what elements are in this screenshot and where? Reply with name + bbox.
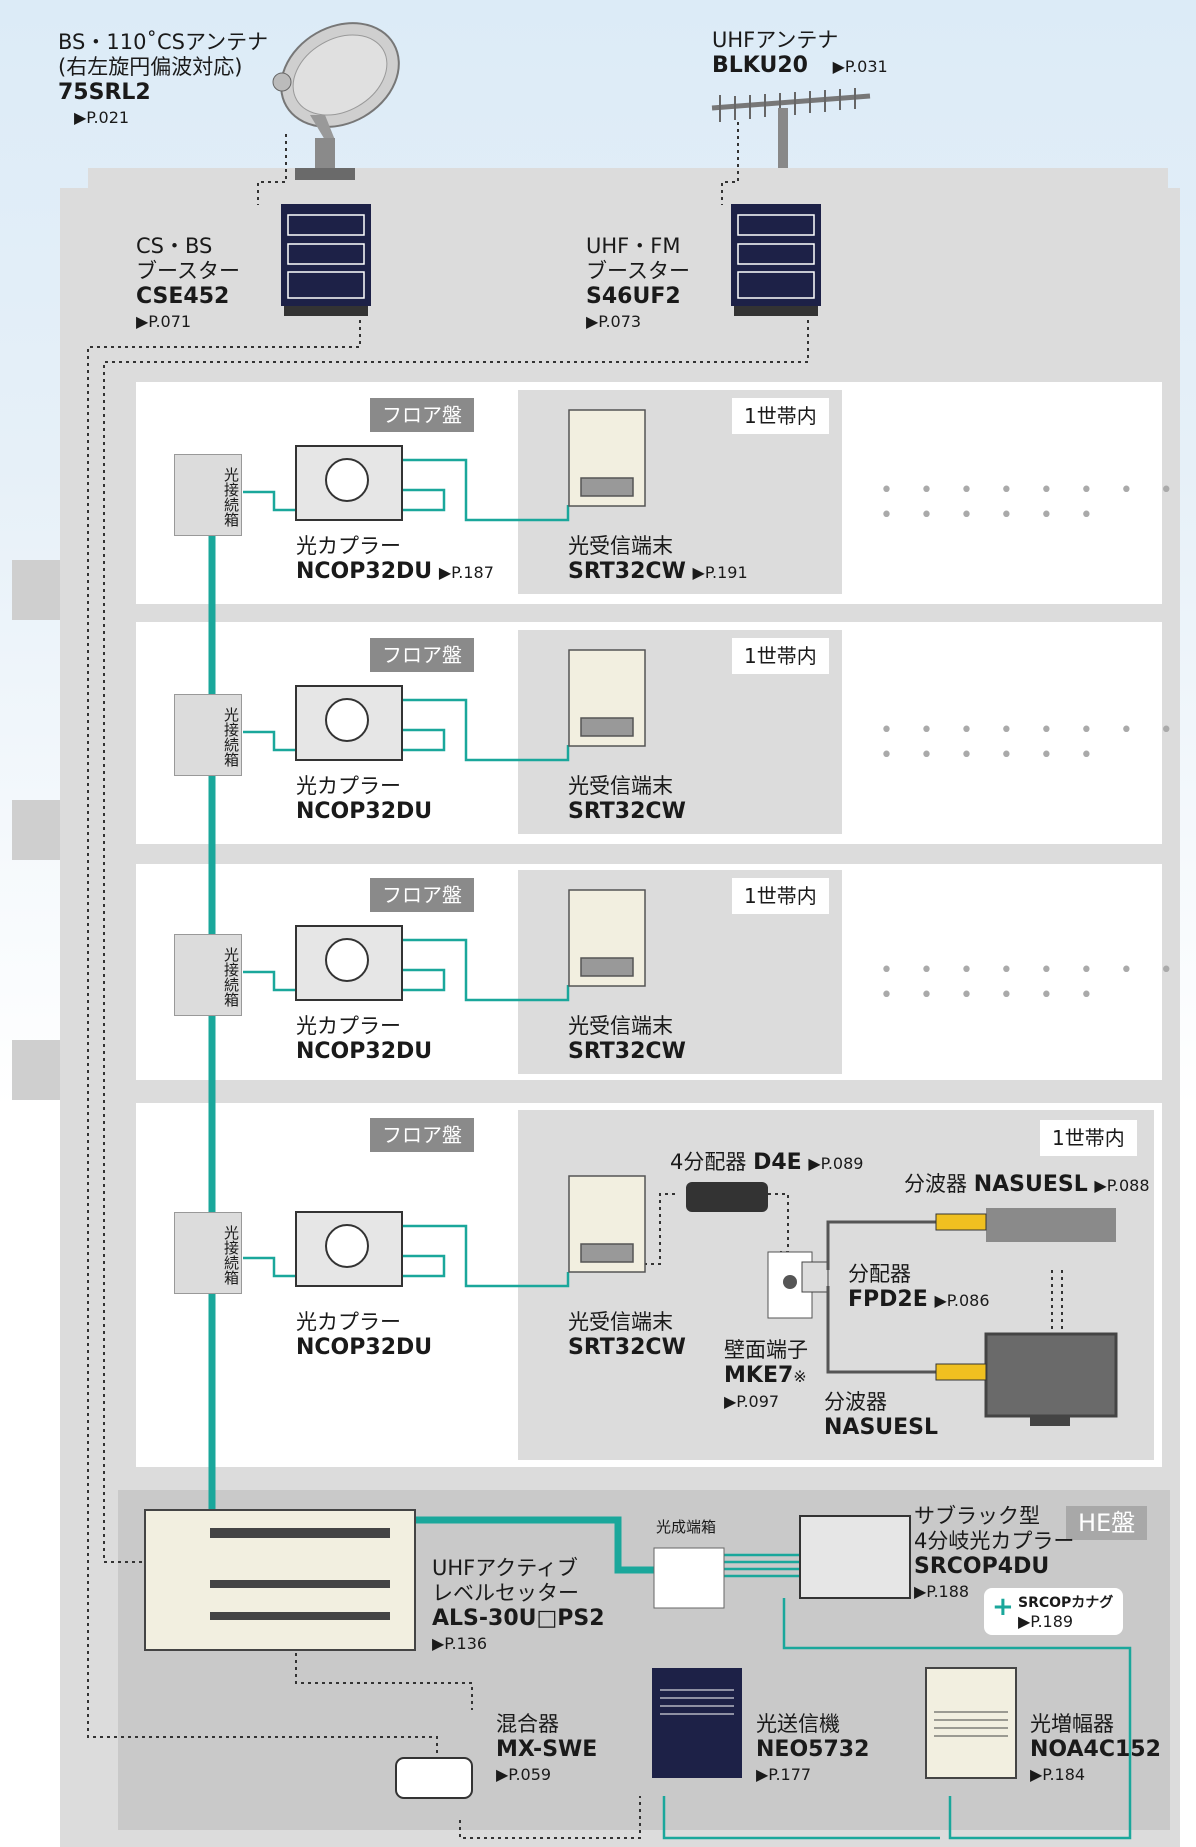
amplifier-label: 光増幅器 NOA4C152 ▶P.184 <box>1030 1712 1161 1784</box>
junction-box-1: 光接続箱 <box>174 454 242 536</box>
floor-panel-tag-1: フロア盤 <box>370 398 474 432</box>
bs-dish <box>272 22 400 180</box>
antenna-bs-label: BS・110˚CSアンテナ (右左旋円偏波対応) 75SRL2 ▶P.021 <box>58 30 269 127</box>
coupler-devices <box>295 445 403 1287</box>
booster-uhf-device <box>731 204 821 316</box>
coupler-label-4: 光カプラー NCOP32DU <box>296 1310 433 1360</box>
wave-sep-devices <box>935 1213 987 1381</box>
more-units-1: • • • • • • • • • • • • • • <box>880 478 1183 528</box>
als-label: UHFアクティブ レベルセッター ALS-30U□PS2 ▶P.136 <box>432 1556 605 1653</box>
booster-uhf-label: UHF・FM ブースター S46UF2 ▶P.073 <box>586 234 690 331</box>
hikari-box-device <box>653 1547 725 1609</box>
recorder-device <box>986 1208 1116 1242</box>
coupler-label-3: 光カプラー NCOP32DU <box>296 1014 433 1064</box>
booster-cs-device <box>281 204 371 316</box>
splitter4-label: 4分配器 D4E ▶P.089 <box>670 1150 864 1175</box>
subrack-label: サブラック型 4分岐光カプラー SRCOP4DU ▶P.188 <box>914 1504 1075 1601</box>
splitter2-label: 分配器 FPD2E ▶P.086 <box>848 1262 990 1312</box>
terminal-label-1: 光受信端末 SRT32CW ▶P.191 <box>568 534 748 584</box>
srcop-callout: + SRCOPカナグ ▶P.189 <box>984 1588 1124 1635</box>
fpd2e-device <box>801 1261 829 1293</box>
balcony-3 <box>12 1040 60 1100</box>
floor-panel-tag-3: フロア盤 <box>370 878 474 912</box>
he-panel-tag: HE盤 <box>1066 1506 1148 1540</box>
household-tag-1: 1世帯内 <box>732 398 829 434</box>
subrack-device <box>799 1515 911 1599</box>
junction-box-2: 光接続箱 <box>174 694 242 776</box>
more-units-2: • • • • • • • • • • • • • • <box>880 718 1183 768</box>
tv-device <box>984 1332 1118 1426</box>
plus-icon: + <box>992 1592 1014 1622</box>
floor-panel-tag-2: フロア盤 <box>370 638 474 672</box>
more-units-3: • • • • • • • • • • • • • • <box>880 958 1183 1008</box>
wall-outlet-label: 壁面端子 MKE7※ ▶P.097 <box>724 1338 808 1411</box>
coupler-label-2: 光カプラー NCOP32DU <box>296 774 433 824</box>
balcony-1 <box>12 560 60 620</box>
transmitter-label: 光送信機 NEO5732 ▶P.177 <box>756 1712 870 1784</box>
mixer-label: 混合器 MX-SWE ▶P.059 <box>496 1712 598 1784</box>
splitter4-device <box>686 1182 768 1212</box>
household-tag-4: 1世帯内 <box>1040 1120 1137 1156</box>
junction-box-4: 光接続箱 <box>174 1212 242 1294</box>
amplifier-device <box>925 1667 1017 1779</box>
als-device <box>144 1509 416 1651</box>
antenna-uhf-label: UHFアンテナ BLKU20 ▶P.031 <box>712 28 888 78</box>
terminal-label-3: 光受信端末 SRT32CW <box>568 1014 686 1064</box>
junction-box-3: 光接続箱 <box>174 934 242 1016</box>
booster-cs-label: CS・BS ブースター CSE452 ▶P.071 <box>136 234 240 331</box>
transmitter-device <box>652 1668 742 1778</box>
floor-panel-tag-4: フロア盤 <box>370 1118 474 1152</box>
uhf-antenna <box>711 88 871 168</box>
terminal-label-2: 光受信端末 SRT32CW <box>568 774 686 824</box>
hikari-box-label: 光成端箱 <box>656 1518 717 1536</box>
balcony-2 <box>12 800 60 860</box>
household-tag-2: 1世帯内 <box>732 638 829 674</box>
wave-sep1-label: 分波器 NASUESL ▶P.088 <box>904 1172 1150 1197</box>
household-tag-3: 1世帯内 <box>732 878 829 914</box>
coupler-label-1: 光カプラー NCOP32DU ▶P.187 <box>296 534 494 584</box>
terminal-label-4: 光受信端末 SRT32CW <box>568 1310 686 1360</box>
mixer-device <box>395 1757 473 1799</box>
receiver-devices <box>568 409 646 1273</box>
wave-sep2-label: 分波器 NASUESL <box>824 1390 939 1440</box>
